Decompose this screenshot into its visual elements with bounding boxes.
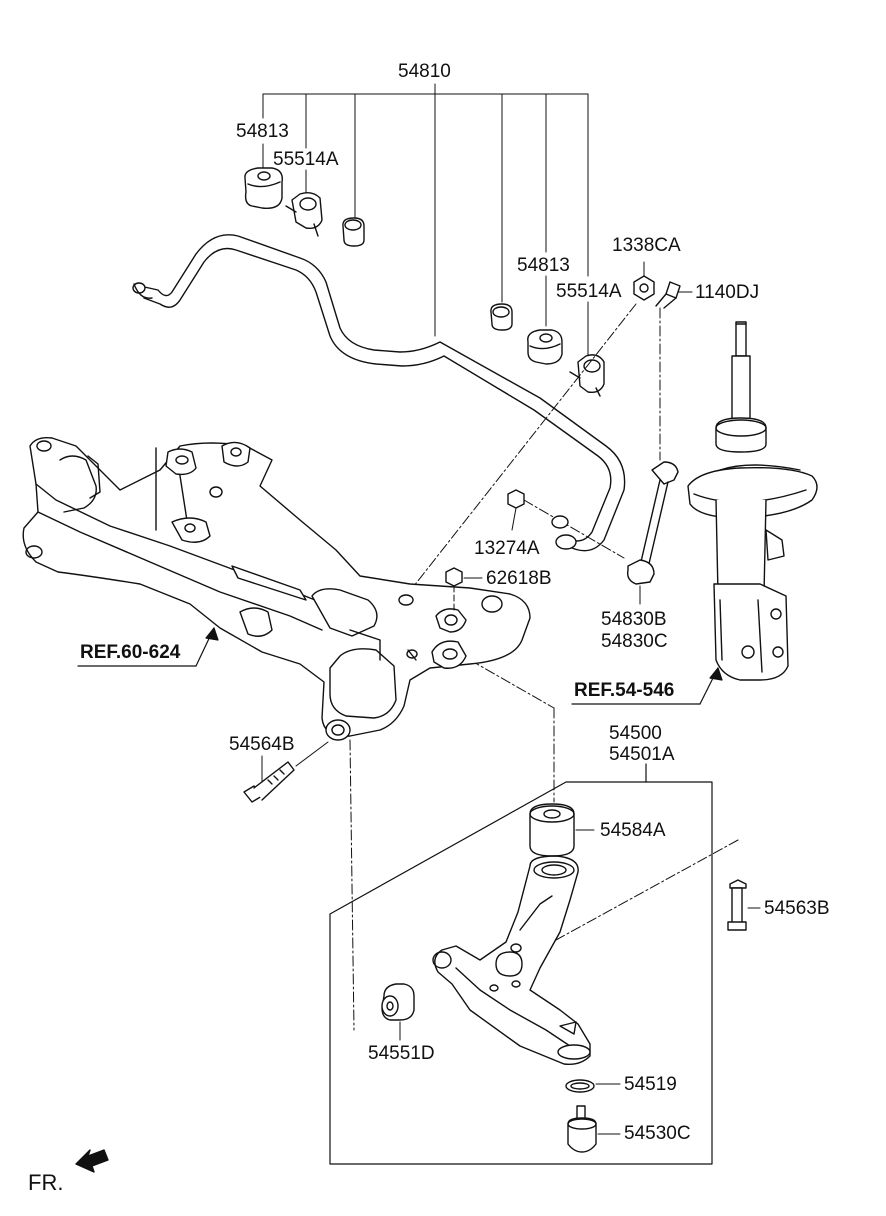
nut-1338CA: [633, 275, 655, 301]
label-54830B: 54830B: [601, 609, 667, 630]
label-54500: 54500: [609, 723, 662, 744]
front-direction-label: FR.: [28, 1170, 64, 1195]
nut-13274A: [507, 489, 525, 509]
ref-subframe-arrow: [77, 627, 219, 667]
bushing-54584A: [529, 803, 575, 857]
bushing-sleeve-right: [490, 303, 513, 331]
bushing-54813-right: [527, 329, 563, 365]
label-54519: 54519: [624, 1074, 677, 1095]
label-1338CA: 1338CA: [612, 235, 681, 256]
label-55514A-top: 55514A: [273, 149, 339, 170]
bushing-54813-left: [244, 167, 283, 209]
snap-ring-54519: [565, 1079, 595, 1093]
bushing-54551D: [381, 983, 415, 1021]
label-54813-top: 54813: [236, 121, 289, 142]
lower-control-arm: [432, 855, 591, 1066]
sub-frame: [22, 436, 531, 741]
bolt-54563B: [727, 879, 747, 931]
stabilizer-link: [551, 461, 679, 585]
front-arrow-icon: [75, 1149, 109, 1173]
nut-62618B: [445, 567, 463, 611]
label-54564B: 54564B: [229, 734, 295, 755]
stabilizer-bar: [132, 234, 626, 552]
label-54530C: 54530C: [624, 1123, 691, 1144]
ref-strut-label: REF.54-546: [574, 680, 675, 701]
bushing-sleeve-left: [342, 217, 365, 247]
stabilizer-group-leaders: [262, 83, 589, 357]
leader-13274A: [511, 507, 517, 531]
label-1140DJ: 1140DJ: [695, 282, 760, 303]
label-54501A: 54501A: [609, 744, 675, 765]
bracket-55514A-left: [285, 191, 323, 237]
ball-joint-54530C: [567, 1105, 597, 1153]
strut-assembly: [687, 321, 818, 681]
label-54810: 54810: [398, 61, 451, 82]
label-55514A-mid: 55514A: [556, 281, 622, 302]
label-54830C: 54830C: [601, 631, 668, 652]
dashdot-lines: [349, 303, 739, 1031]
bracket-55514A-right: [569, 354, 605, 397]
label-54584A: 54584A: [600, 820, 666, 841]
label-54563B: 54563B: [764, 898, 830, 919]
ref-subframe-label: REF.60-624: [80, 642, 181, 663]
bolt-54564B: [243, 741, 329, 803]
bolt-1140DJ: [655, 281, 681, 309]
label-54813-mid: 54813: [517, 255, 570, 276]
label-13274A: 13274A: [474, 538, 540, 559]
ref-strut-arrow: [571, 667, 723, 705]
label-62618B: 62618B: [486, 568, 552, 589]
label-54551D: 54551D: [368, 1043, 435, 1064]
control-arm-box: [329, 763, 713, 1165]
